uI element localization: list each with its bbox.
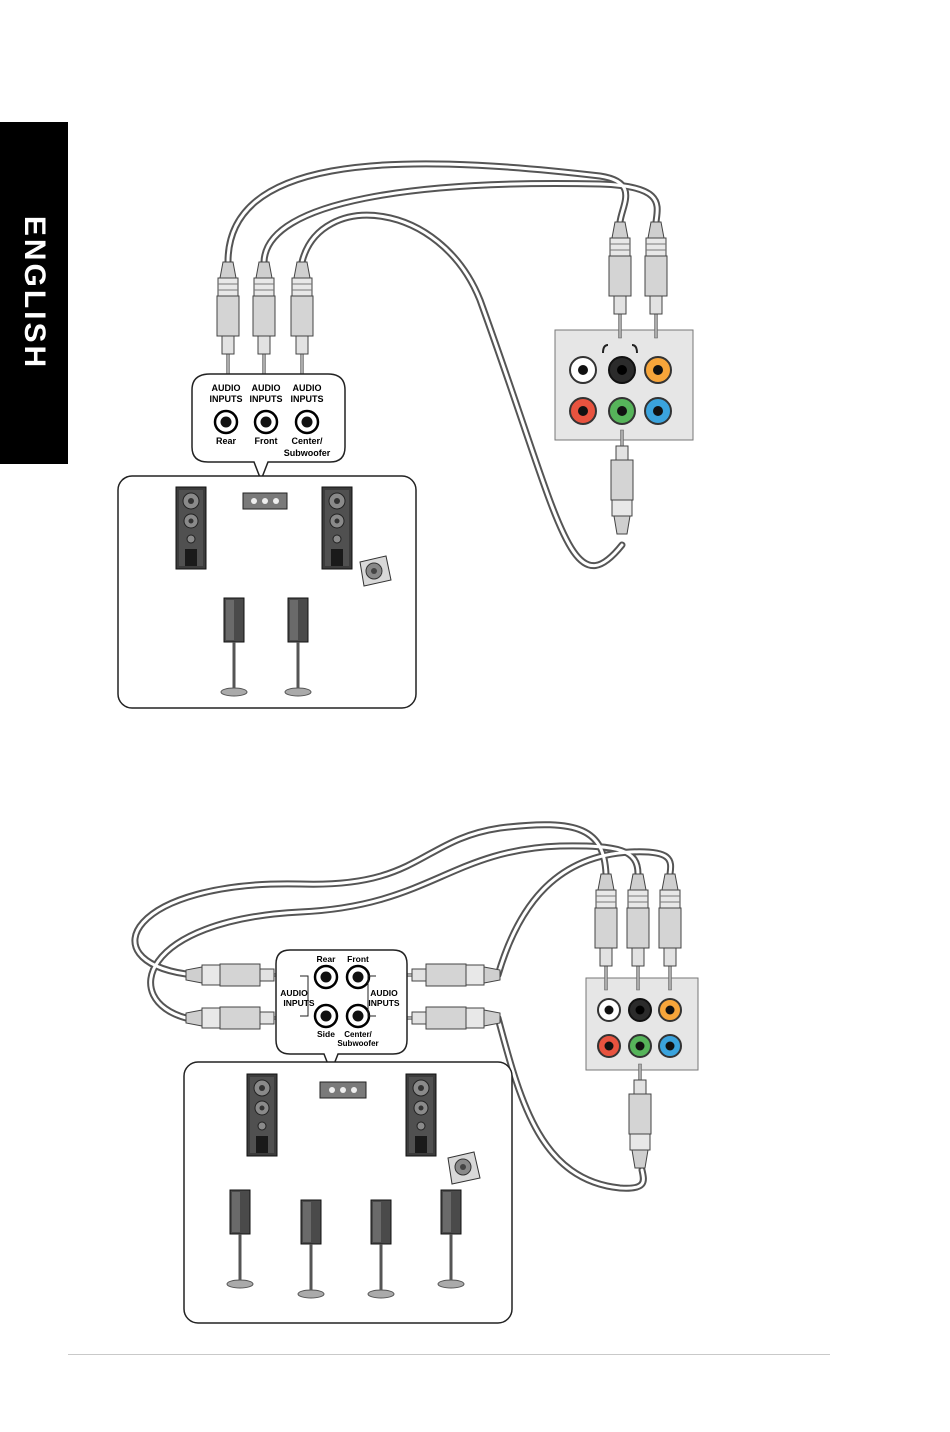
jack-center-label-top: AUDIO — [293, 383, 322, 393]
right-input-label-2: INPUTS — [368, 998, 400, 1008]
jack-center-name-2: Subwoofer — [284, 448, 331, 458]
right-input-label-1: AUDIO — [370, 988, 398, 998]
jack-rear-label-top: AUDIO — [212, 383, 241, 393]
jack-front-label-mid: INPUTS — [249, 394, 282, 404]
jack-rear-label-mid: INPUTS — [209, 394, 242, 404]
center-speaker — [243, 493, 287, 509]
jack-rear-name: Rear — [216, 436, 237, 446]
left-input-label-1: AUDIO — [280, 988, 308, 998]
speaker-layout-box — [184, 1062, 512, 1323]
jack-center-name: Center/ — [291, 436, 323, 446]
audio-port-panel — [586, 978, 698, 1070]
jack-center-label-2: Subwoofer — [337, 1039, 378, 1048]
subwoofer — [448, 1152, 480, 1184]
jack-front-label-top: AUDIO — [252, 383, 281, 393]
jack-center-label-mid: INPUTS — [290, 394, 323, 404]
speaker-input-bubble: AUDIO INPUTS AUDIO INPUTS AUDIO INPUTS R… — [192, 374, 345, 480]
subwoofer — [360, 556, 391, 586]
jack-rear-label: Rear — [317, 954, 337, 964]
diagram-6-channel: AUDIO INPUTS AUDIO INPUTS AUDIO INPUTS R… — [118, 164, 693, 708]
jack-front-label: Front — [347, 954, 369, 964]
center-speaker — [320, 1082, 366, 1098]
jack-front-name: Front — [255, 436, 278, 446]
diagram-8-channel: Rear Front AUDIO INPUTS AUDIO INPUTS Sid… — [135, 825, 698, 1323]
jack-side-label: Side — [317, 1029, 335, 1039]
audio-port-panel — [555, 330, 693, 440]
speaker-layout-box — [118, 476, 416, 708]
footer-rule — [68, 1354, 830, 1355]
left-input-label-2: INPUTS — [283, 998, 315, 1008]
jack-center-label: Center/ — [344, 1030, 372, 1039]
speaker-input-bubble: Rear Front AUDIO INPUTS AUDIO INPUTS Sid… — [276, 950, 407, 1072]
